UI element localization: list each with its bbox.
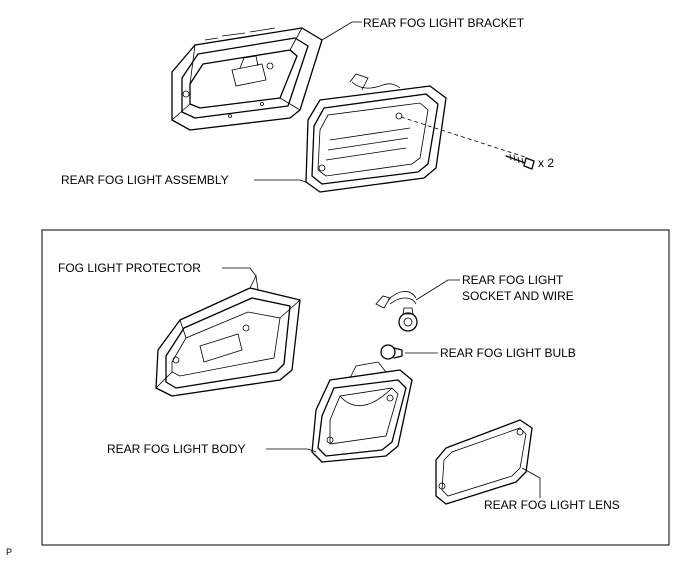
socket-and-wire-drawing xyxy=(375,291,418,332)
label-fog-light-protector: FOG LIGHT PROTECTOR xyxy=(58,261,201,275)
screw-drawing xyxy=(505,153,535,170)
protector-leader-line xyxy=(222,267,257,277)
label-socket-line1: REAR FOG LIGHT xyxy=(462,273,564,287)
body-leader-line xyxy=(266,448,317,453)
label-screw-quantity: x 2 xyxy=(538,156,555,170)
exploded-view-frame xyxy=(41,229,670,546)
label-rear-fog-light-lens: REAR FOG LIGHT LENS xyxy=(484,498,620,512)
socket-leader-line xyxy=(415,279,460,301)
rear-fog-light-bracket-drawing xyxy=(171,27,323,131)
rear-fog-light-body-drawing xyxy=(311,361,413,463)
rear-fog-light-lens-drawing xyxy=(435,419,533,505)
corner-code: P xyxy=(6,547,13,557)
rear-fog-light-assembly-drawing xyxy=(305,73,447,193)
bulb-drawing xyxy=(380,344,403,360)
bracket-leader-line xyxy=(321,21,362,41)
label-rear-fog-light-body: REAR FOG LIGHT BODY xyxy=(107,442,246,456)
fog-light-protector-drawing xyxy=(155,274,301,397)
label-rear-fog-light-assembly: REAR FOG LIGHT ASSEMBLY xyxy=(61,173,229,187)
lens-leader-line xyxy=(521,467,541,498)
screw-alignment-line xyxy=(400,116,529,159)
assembly-leader-line xyxy=(254,179,307,183)
label-rear-fog-light-bulb: REAR FOG LIGHT BULB xyxy=(440,346,576,360)
label-socket-line2: SOCKET AND WIRE xyxy=(462,289,574,303)
label-rear-fog-light-bracket: REAR FOG LIGHT BRACKET xyxy=(363,16,525,30)
